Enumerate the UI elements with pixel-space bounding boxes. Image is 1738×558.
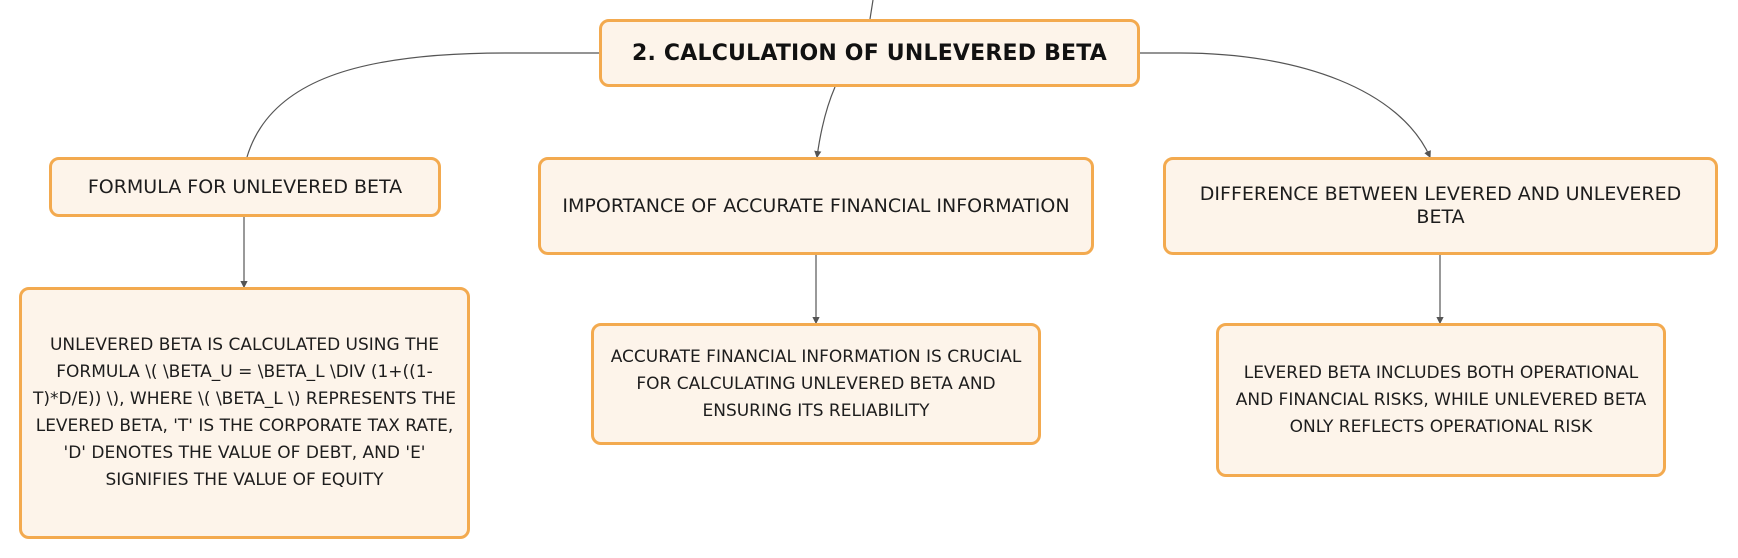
formula-detail-node[interactable]: UNLEVERED BETA IS CALCULATED USING THE F… [19, 287, 470, 539]
difference-detail-node[interactable]: LEVERED BETA INCLUDES BOTH OPERATIONAL A… [1216, 323, 1666, 477]
difference-detail-text: LEVERED BETA INCLUDES BOTH OPERATIONAL A… [1235, 362, 1647, 437]
importance-topic-node[interactable]: IMPORTANCE OF ACCURATE FINANCIAL INFORMA… [538, 157, 1094, 255]
formula-detail-text: UNLEVERED BETA IS CALCULATED USING THE F… [32, 335, 457, 490]
importance-topic-label: IMPORTANCE OF ACCURATE FINANCIAL INFORMA… [562, 194, 1070, 217]
connector-root-to-importance [814, 86, 836, 159]
importance-detail-text: ACCURATE FINANCIAL INFORMATION IS CRUCIA… [610, 346, 1022, 421]
formula-topic-node[interactable]: FORMULA FOR UNLEVERED BETA [49, 157, 441, 217]
difference-topic-node[interactable]: DIFFERENCE BETWEEN LEVERED AND UNLEVERED… [1163, 157, 1718, 255]
connector-root-to-formula [246, 52, 599, 158]
importance-detail-node[interactable]: ACCURATE FINANCIAL INFORMATION IS CRUCIA… [591, 323, 1041, 445]
formula-topic-label: FORMULA FOR UNLEVERED BETA [87, 175, 403, 198]
difference-topic-label: DIFFERENCE BETWEEN LEVERED AND UNLEVERED… [1199, 183, 1682, 228]
incoming-connector [869, 0, 874, 20]
root-topic-node[interactable]: 2. CALCULATION OF UNLEVERED BETA [599, 19, 1140, 87]
root-topic-label: 2. CALCULATION OF UNLEVERED BETA [631, 40, 1107, 66]
connector-root-to-difference [1140, 52, 1431, 159]
